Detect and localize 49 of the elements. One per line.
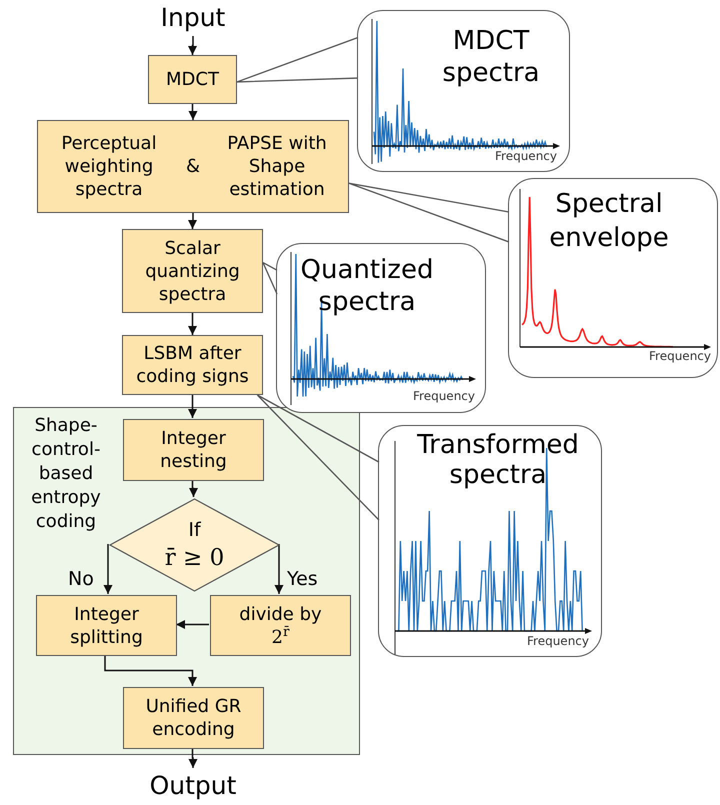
process-box [210, 595, 351, 656]
edge-label: Yes [287, 567, 318, 591]
box-label: 2$^{r̄}$ [272, 626, 290, 648]
arrow [104, 544, 112, 594]
group-label: Shape-control-based entropy coding [30, 414, 102, 534]
arrow [188, 36, 197, 55]
arrow [189, 480, 198, 497]
box-label: & [186, 155, 200, 178]
flow-terminal-label: Output [150, 771, 236, 801]
arrow [188, 104, 198, 120]
arrow [188, 213, 197, 229]
arrow [176, 620, 209, 629]
decision-label: If [188, 518, 201, 543]
axis-label: Frequency [495, 149, 557, 163]
axis-label: Frequency [527, 634, 589, 648]
process-box [123, 419, 264, 481]
box-label: MDCT [166, 68, 219, 91]
box-label: Integer nesting [159, 427, 228, 473]
group-panel [13, 407, 360, 755]
arrow [188, 395, 197, 418]
box-label: PAPSE with Shape estimation [226, 132, 328, 201]
arrow [104, 655, 197, 686]
process-box [36, 595, 177, 656]
callout-pointer [348, 182, 510, 243]
callout-pointer [256, 394, 380, 521]
callout-title: Transformed spectra [416, 430, 580, 490]
box-label: Unified GR encoding [144, 695, 242, 741]
box-label: divide by [239, 602, 322, 626]
box-label: Perceptual weighting spectra [60, 132, 158, 201]
edge-label: No [68, 567, 94, 591]
arrow [274, 544, 284, 594]
callout-title: Quantized spectra [300, 254, 434, 318]
axis-label: Frequency [649, 349, 711, 363]
process-box [122, 229, 263, 313]
flow-terminal-label: Input [160, 3, 226, 33]
process-box [148, 55, 237, 104]
callout-title: MDCT spectra [441, 25, 541, 89]
axis-label: Frequency [413, 389, 475, 403]
box-label: Scalar quantizing spectra [144, 236, 241, 306]
decision-label: r̄ ≥ 0 [164, 544, 224, 573]
process-box [123, 687, 264, 749]
process-box [122, 335, 263, 395]
process-box [37, 120, 349, 213]
callout-title: Spectral envelope [548, 188, 670, 255]
callout-pointer [236, 36, 359, 83]
arrow [188, 748, 198, 768]
box-label: LSBM after coding signs [135, 342, 250, 388]
box-label: Integer splitting [69, 602, 144, 648]
arrow [188, 313, 197, 335]
